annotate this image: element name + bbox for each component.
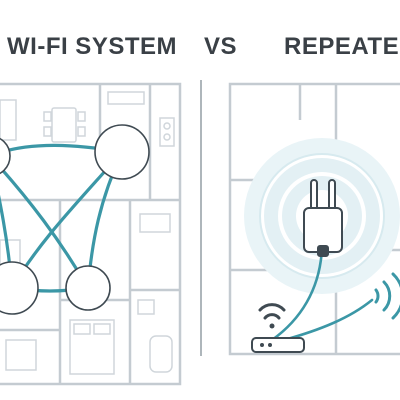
router-to-client-link (282, 298, 374, 342)
repeater-icon (303, 179, 343, 257)
left-floor-plan (0, 82, 182, 386)
vs-label: VS (204, 33, 238, 60)
mesh-node-4 (65, 265, 111, 311)
repeater-title: REPEATER (284, 33, 400, 60)
router-wifi-icon (258, 303, 286, 329)
left-furniture (0, 91, 175, 375)
mesh-node-3 (0, 261, 39, 315)
wifi-signal-icon (374, 272, 400, 320)
repeater-to-router-link (270, 246, 324, 342)
mesh-node-2 (94, 124, 150, 180)
mesh-node-1 (0, 137, 11, 175)
mesh-title: H WI-FI SYSTEM (0, 33, 177, 60)
repeater-links (270, 246, 374, 342)
router-icon (251, 303, 305, 353)
mesh-nodes (0, 124, 150, 315)
